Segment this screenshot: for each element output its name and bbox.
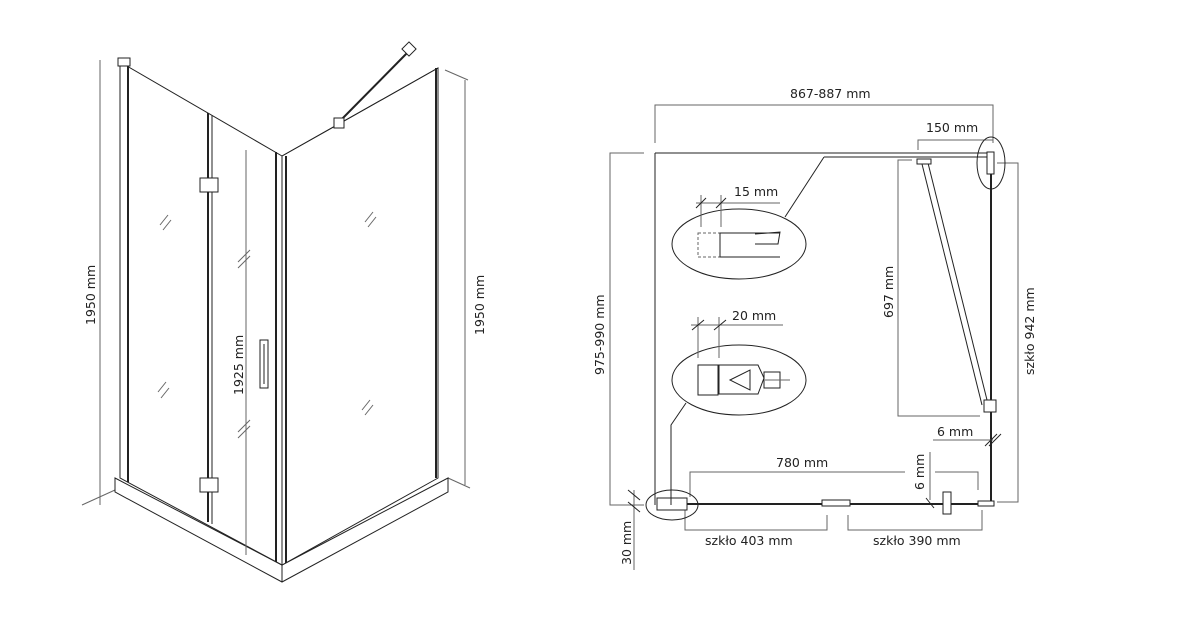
hinge-detail — [671, 344, 807, 416]
glass-right-label: szkło 390 mm — [873, 533, 961, 548]
width-label: 867-887 mm — [790, 86, 871, 101]
gap-right-label: 6 mm — [937, 424, 973, 439]
isometric-view: 1950 mm 1925 mm 1950 mm — [81, 41, 487, 583]
gap-front-label: 6 mm — [912, 454, 927, 490]
brace-length-label: 697 mm — [881, 266, 896, 318]
height-door-label: 1925 mm — [231, 335, 246, 395]
hinge-dim-label: 20 mm — [732, 308, 776, 323]
front-width-label: 780 mm — [776, 455, 828, 470]
height-left-label: 1950 mm — [83, 265, 98, 325]
tray-offset-label: 30 mm — [619, 521, 634, 565]
glass-left-label: szkło 403 mm — [705, 533, 793, 548]
wall-profile-detail — [671, 208, 807, 280]
side-glass-label: szkło 942 mm — [1022, 287, 1037, 375]
wall-profile-dim-label: 15 mm — [734, 184, 778, 199]
brace-offset-label: 150 mm — [926, 120, 978, 135]
plan-view: 867-887 mm 975-990 mm 150 mm 697 mm szkł… — [592, 86, 1037, 570]
height-right-label: 1950 mm — [472, 275, 487, 335]
depth-label: 975-990 mm — [592, 294, 607, 375]
